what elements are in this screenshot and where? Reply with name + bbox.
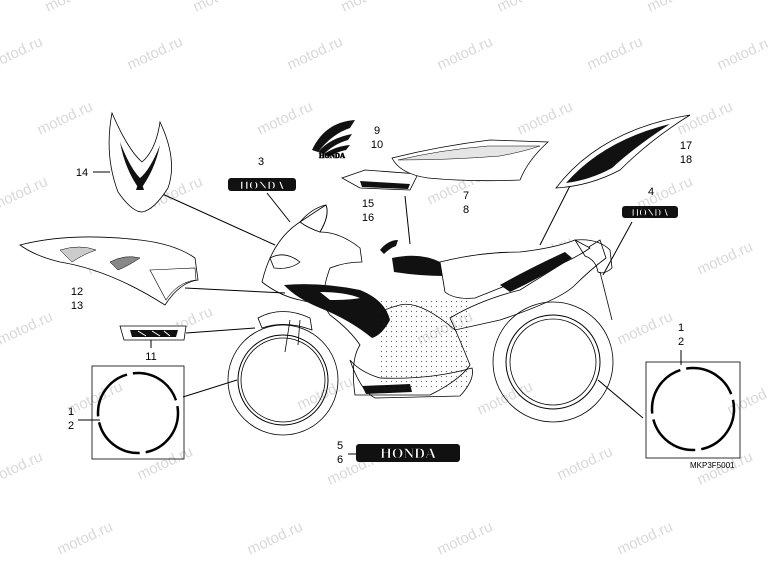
- callout-c2R: 2: [678, 336, 684, 348]
- watermark-text: motod.ru: [615, 518, 676, 558]
- detail-box-rim-right: [645, 361, 741, 459]
- watermark-text: motod.ru: [55, 518, 116, 558]
- watermark-text: motod.ru: [615, 308, 676, 348]
- watermark-text: motod.ru: [0, 308, 55, 348]
- callout-c6: 6: [337, 454, 343, 466]
- honda-logo-text-5: HONDA: [380, 446, 436, 462]
- leader-lines: [78, 156, 682, 455]
- watermark-text: motod.ru: [135, 443, 196, 483]
- callout-c8: 8: [463, 204, 469, 216]
- part-code-label: MKP3F5001: [690, 461, 735, 470]
- decal-14-front-fairing: [108, 111, 172, 213]
- watermark-text: motod.ru: [285, 33, 346, 73]
- watermark-text: motod.ru: [555, 443, 616, 483]
- callout-c17: 17: [680, 140, 692, 152]
- callout-c5: 5: [337, 440, 343, 452]
- callout-c15: 15: [362, 198, 374, 210]
- callout-c7: 7: [463, 190, 469, 202]
- watermark-text: motod.ru: [43, 0, 104, 16]
- decal-9-wing-logo: HONDA: [312, 120, 355, 160]
- callout-c11: 11: [145, 351, 156, 363]
- decal-5-honda-lower: HONDA: [356, 444, 460, 462]
- honda-logo-text-9: HONDA: [319, 152, 345, 160]
- detail-box-rim-left: [91, 365, 185, 460]
- decal-7-tank-top: [391, 139, 550, 182]
- watermark-text: motod.ru: [435, 518, 496, 558]
- watermark-text: motod.ru: [255, 98, 316, 138]
- decal-12-side-panel: [19, 236, 199, 306]
- decal-15-tank-stripe: [341, 169, 419, 191]
- callout-c10: 10: [371, 139, 383, 151]
- callout-c2L: 2: [68, 420, 74, 432]
- watermark-text: motod.ru: [339, 0, 400, 16]
- callout-c13: 13: [71, 300, 83, 312]
- watermark-text: motod.ru: [585, 33, 646, 73]
- callout-c14: 14: [76, 167, 88, 179]
- watermark-text: motod.ru: [715, 33, 768, 73]
- callout-c3: 3: [258, 156, 264, 168]
- watermark-text: motod.ru: [645, 0, 706, 16]
- callout-c4: 4: [648, 186, 654, 198]
- watermark-text: motod.ru: [435, 33, 496, 73]
- callout-c1L: 1: [68, 406, 74, 418]
- watermark-text: motod.ru: [245, 518, 306, 558]
- callout-c1R: 1: [678, 322, 684, 334]
- watermark-text: motod.ru: [125, 33, 186, 73]
- motorcycle-outline: [227, 204, 614, 436]
- decal-17-tail: [555, 114, 691, 189]
- watermark-text: motod.ru: [495, 0, 556, 16]
- decal-3-honda-logo: HONDA: [228, 178, 296, 192]
- watermark-text: motod.ru: [35, 98, 96, 138]
- callout-c12: 12: [71, 286, 83, 298]
- callout-c9: 9: [374, 125, 380, 137]
- watermark-text: motod.ru: [191, 0, 252, 16]
- callout-c16: 16: [362, 212, 374, 224]
- decal-4-honda-logo: HONDA: [622, 206, 678, 219]
- watermark-text: motod.ru: [695, 238, 756, 278]
- watermark-text: motod.ru: [0, 173, 50, 213]
- watermark-text: motod.ru: [0, 33, 45, 73]
- watermark-layer: motod.ru motod.ru motod.ru motod.ru motod.ru…: [0, 0, 768, 559]
- callout-c18: 18: [680, 154, 692, 166]
- decal-11-emblem: [119, 325, 187, 341]
- watermark-text: motod.ru: [515, 98, 576, 138]
- watermark-text: motod.ru: [725, 378, 768, 418]
- watermark-text: motod.ru: [0, 448, 45, 488]
- honda-logo-text-4: HONDA: [631, 208, 669, 219]
- honda-logo-text-3: HONDA: [240, 178, 285, 192]
